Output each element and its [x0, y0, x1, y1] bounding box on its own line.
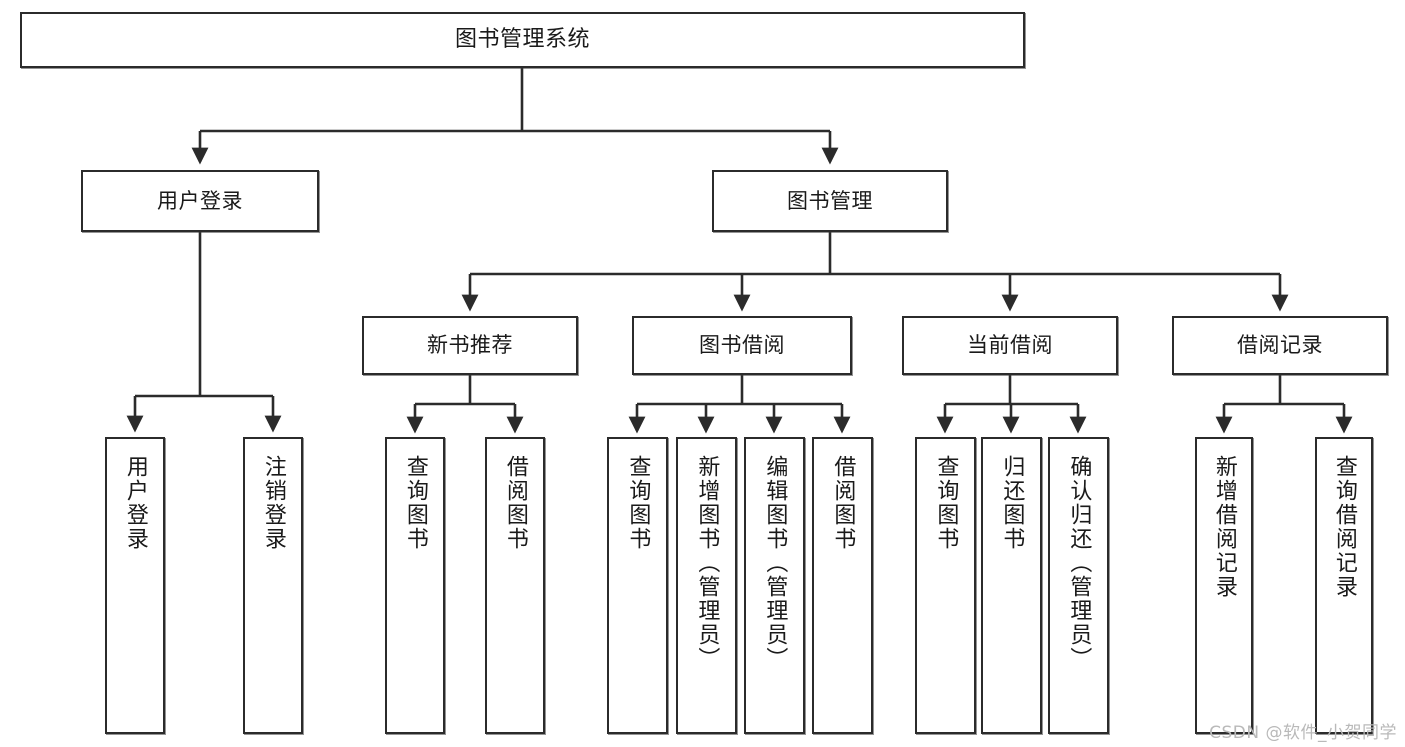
node-leaf-query-book-1[interactable]: 查询图书: [385, 437, 445, 734]
node-leaf-confirm-return-label: 确认归还（管理员）: [1066, 455, 1092, 671]
node-new-book-recommend[interactable]: 新书推荐: [362, 316, 578, 375]
node-leaf-query-book-3[interactable]: 查询图书: [915, 437, 976, 734]
node-leaf-add-book-label: 新增图书（管理员）: [694, 455, 720, 671]
node-leaf-query-record-label: 查询借阅记录: [1331, 455, 1357, 599]
node-root[interactable]: 图书管理系统: [20, 12, 1025, 68]
node-current-borrow-label: 当前借阅: [967, 333, 1053, 358]
node-leaf-add-record[interactable]: 新增借阅记录: [1195, 437, 1253, 734]
node-new-book-recommend-label: 新书推荐: [427, 333, 513, 358]
node-leaf-query-book-1-label: 查询图书: [402, 455, 428, 551]
node-book-manage[interactable]: 图书管理: [712, 170, 948, 232]
node-leaf-query-book-3-label: 查询图书: [933, 455, 959, 551]
node-leaf-query-book-2[interactable]: 查询图书: [607, 437, 668, 734]
node-leaf-user-login-label: 用户登录: [122, 455, 148, 551]
csdn-watermark: CSDN @软件_小贺同学: [1209, 723, 1397, 743]
node-leaf-edit-book[interactable]: 编辑图书（管理员）: [744, 437, 805, 734]
node-leaf-add-book[interactable]: 新增图书（管理员）: [676, 437, 737, 734]
node-leaf-confirm-return[interactable]: 确认归还（管理员）: [1048, 437, 1109, 734]
node-leaf-borrow-book-2-label: 借阅图书: [830, 455, 856, 551]
node-leaf-user-login[interactable]: 用户登录: [105, 437, 165, 734]
node-book-manage-label: 图书管理: [787, 188, 873, 213]
node-leaf-user-logout[interactable]: 注销登录: [243, 437, 303, 734]
node-book-borrow[interactable]: 图书借阅: [632, 316, 852, 375]
node-borrow-record[interactable]: 借阅记录: [1172, 316, 1388, 375]
node-leaf-edit-book-label: 编辑图书（管理员）: [762, 455, 788, 671]
node-borrow-record-label: 借阅记录: [1237, 333, 1323, 358]
node-user-login-label: 用户登录: [157, 188, 243, 213]
node-leaf-borrow-book-2[interactable]: 借阅图书: [812, 437, 873, 734]
node-leaf-return-book[interactable]: 归还图书: [981, 437, 1042, 734]
node-leaf-user-logout-label: 注销登录: [260, 455, 286, 551]
node-leaf-borrow-book-1-label: 借阅图书: [502, 455, 528, 551]
node-leaf-query-record[interactable]: 查询借阅记录: [1315, 437, 1373, 734]
node-current-borrow[interactable]: 当前借阅: [902, 316, 1118, 375]
node-book-borrow-label: 图书借阅: [699, 333, 785, 358]
node-leaf-return-book-label: 归还图书: [999, 455, 1025, 551]
node-root-label: 图书管理系统: [454, 27, 590, 53]
node-leaf-query-book-2-label: 查询图书: [625, 455, 651, 551]
node-user-login[interactable]: 用户登录: [81, 170, 319, 232]
node-leaf-add-record-label: 新增借阅记录: [1211, 455, 1237, 599]
node-leaf-borrow-book-1[interactable]: 借阅图书: [485, 437, 545, 734]
